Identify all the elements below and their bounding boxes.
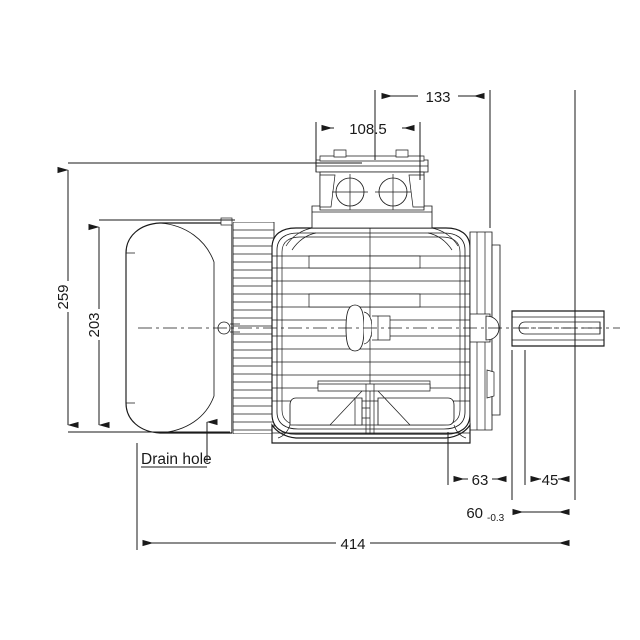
dimension-60-tolerance: -0.3 <box>487 513 505 524</box>
dimension-414-label: 414 <box>340 536 365 553</box>
dimension-60-label: 60 <box>466 505 483 522</box>
dimension-259: 259 <box>55 162 362 433</box>
drain-hole-label: Drain hole <box>141 451 212 468</box>
dimension-63: 63 <box>447 350 513 500</box>
dimension-203-label: 203 <box>86 312 103 337</box>
dimension-108-5-label: 108.5 <box>349 121 387 138</box>
dimension-63-label: 63 <box>472 472 489 489</box>
motor-assembly <box>125 149 620 444</box>
dimension-414: 414 <box>136 443 570 553</box>
fan-cowl <box>125 217 233 434</box>
dimension-133: 133 <box>374 89 491 228</box>
annotation-drain-hole: Drain hole <box>141 418 218 468</box>
dimension-108-5: 108.5 <box>315 121 421 180</box>
box-to-frame-fillet <box>285 227 459 251</box>
dimension-203: 203 <box>86 219 235 429</box>
dimension-60: 60 -0.3 <box>466 505 570 524</box>
dimension-259-label: 259 <box>55 284 72 309</box>
terminal-box <box>311 149 433 229</box>
cable-entry-hole-right <box>375 174 411 210</box>
dimension-133-label: 133 <box>425 89 450 106</box>
output-shaft <box>511 310 605 347</box>
drive-end-flange <box>469 231 501 431</box>
cable-entry-hole-left <box>332 174 368 210</box>
dimension-45-label: 45 <box>542 472 559 489</box>
mounting-feet <box>271 383 471 444</box>
dimension-45: 45 <box>524 90 576 500</box>
